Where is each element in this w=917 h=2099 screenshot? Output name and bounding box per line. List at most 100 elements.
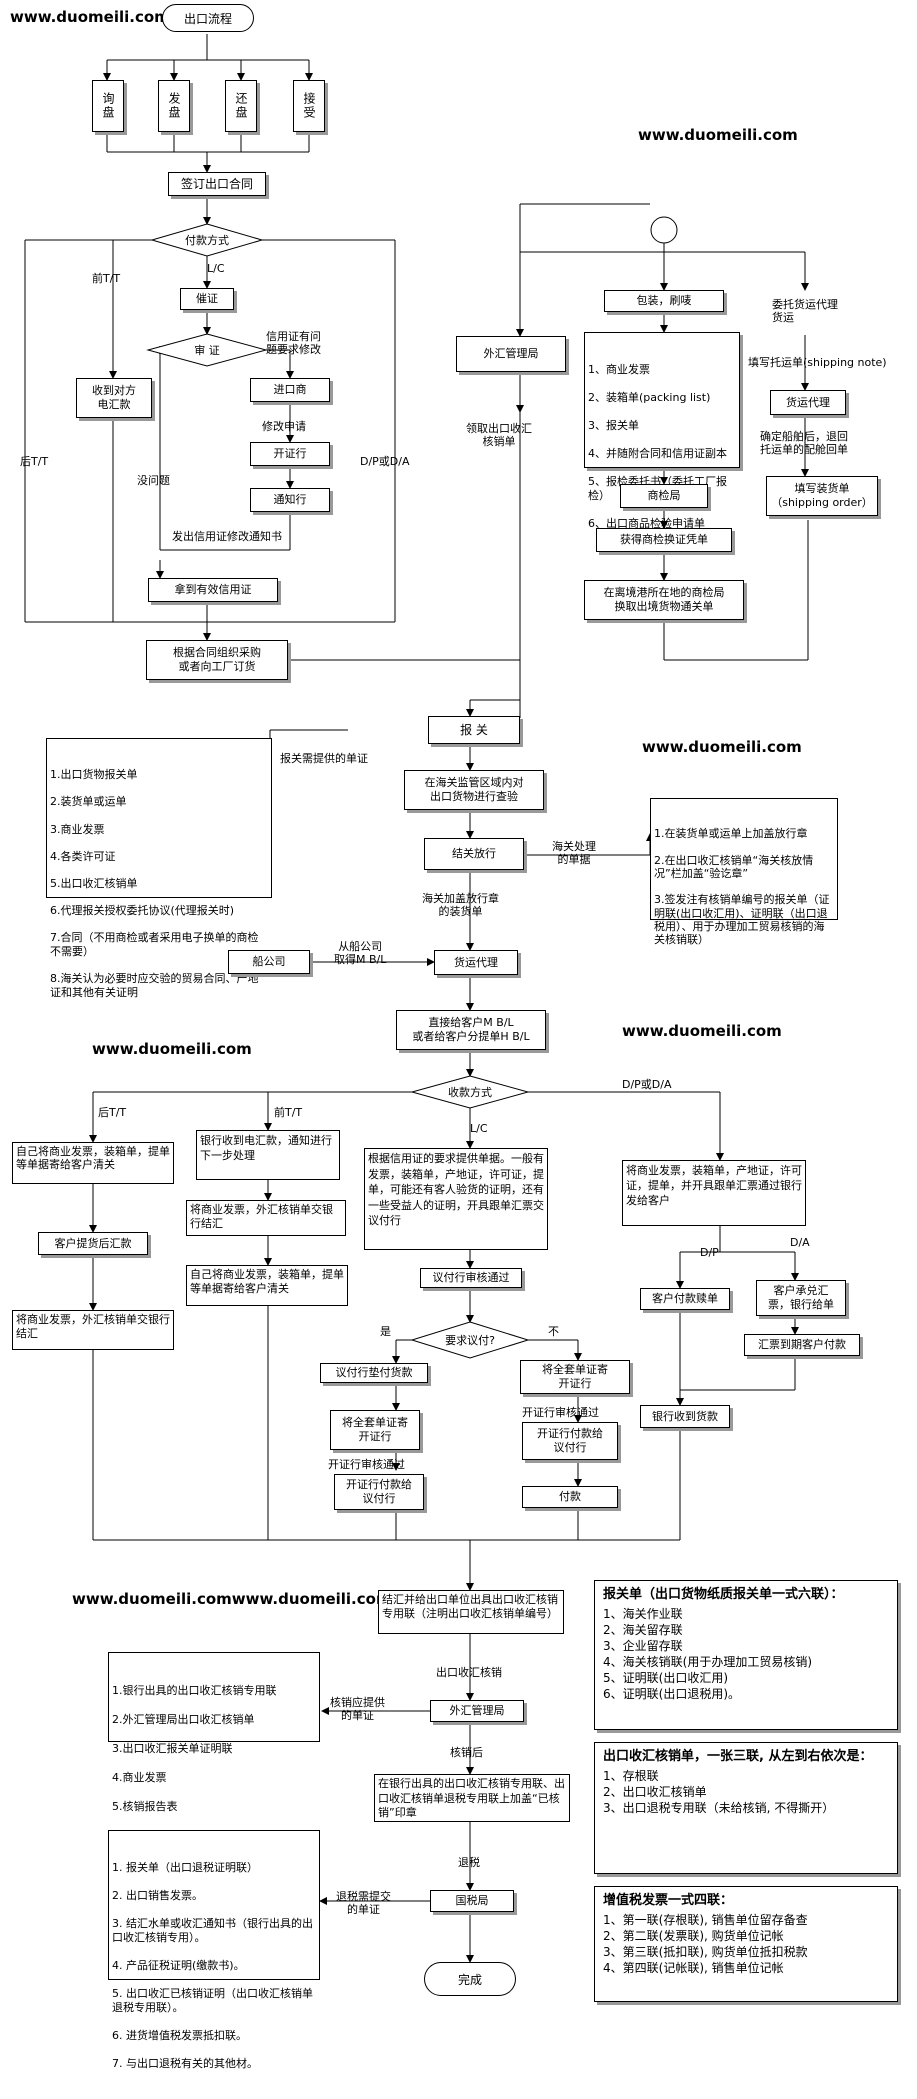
label-dpda: D/P或D/A: [360, 455, 410, 468]
customs-handle-label: 海关处理 的单据: [552, 840, 596, 866]
forwarder-box: 货运代理: [770, 390, 846, 415]
settle-register-box: 结汇并给出口单位出具出口收汇核销专用联（注明出口收汇核销单编号）: [378, 1590, 564, 1634]
payment-method-diamond: 付款方式: [185, 234, 229, 247]
info-item: 1、存根联: [603, 1769, 659, 1783]
watermark-2: www.duomeili.com: [638, 126, 798, 144]
inspection-bureau-box: 商检局: [620, 484, 708, 508]
nego-bank-ok-box: 议付行审核通过: [420, 1268, 522, 1288]
nego-pay-box: 议付行垫付货款: [320, 1363, 428, 1383]
info-item: 1、海关作业联: [603, 1607, 683, 1621]
watermark-5: www.duomeili.com: [622, 1022, 782, 1040]
vat-invoice-info: 增值税发票一式四联： 1、第一联(存根联), 销售单位留存备查 2、第二联(发票…: [594, 1886, 898, 2002]
pre-tt-bank-box: 银行收到电汇款，通知进行下一步处理: [196, 1130, 340, 1180]
customs-action-item: 2.在出口收汇核销单“海关核放情况”栏加盖“验讫章”: [654, 853, 814, 881]
bank-receive-box: 银行收到货款: [640, 1405, 730, 1428]
verif-doc-item: 2.外汇管理局出口收汇核销单: [112, 1713, 255, 1726]
info-item: 6、证明联(出口退税用)。: [603, 1687, 740, 1701]
valid-lc-box: 拿到有效信用证: [148, 578, 278, 602]
offer-box: 发盘: [158, 80, 190, 132]
customs-actions-box: 1.在装货单或运单上加盖放行章 2.在出口收汇核销单“海关核放情况”栏加盖“验讫…: [650, 798, 838, 946]
lc-docs-box: 根据信用证的要求提供单据。一般有发票，装箱单，产地证，许可证，提单，可能还有客人…: [364, 1148, 548, 1250]
customs-docs-box: 1.出口货物报关单 2.装货单或运单 3.商业发票 4.各类许可证 5.出口收汇…: [46, 738, 272, 999]
customs-doc-item: 6.代理报关授权委托协议(代理报关时): [50, 904, 235, 918]
forex-bureau2-box: 外汇管理局: [430, 1700, 524, 1722]
due-pay-box: 汇票到期客户付款: [744, 1334, 860, 1356]
label-amend-notice: 发出信用证修改通知书: [172, 530, 282, 543]
end-node: 完成: [424, 1962, 516, 1996]
refund-docs-label: 退税需提交 的单证: [336, 1890, 391, 1916]
info-item: 3、第三联(抵扣联), 购货单位抵扣税款: [603, 1945, 808, 1959]
info-item: 4、第四联(记帐联), 销售单位记帐: [603, 1961, 784, 1975]
refund-doc-item: 2. 出口销售发票。: [112, 1889, 203, 1902]
verification-sheet-info: 出口收汇核销单，一张三联, 从左到右依次是： 1、存根联 2、出口收汇核销单 3…: [594, 1742, 898, 1874]
watermark-6: www.duomeili.comwww.duomeili.com: [72, 1590, 392, 1608]
forex-bureau-box: 外汇管理局: [456, 336, 566, 372]
stamp-verified-box: 在银行出具的出口收汇核销专用联、出口收汇核销单退税专用联上加盖“已核销”印章: [374, 1774, 570, 1822]
verif-docs-label: 核销应提供 的单证: [330, 1696, 385, 1722]
forwarder2-box: 货运代理: [434, 950, 518, 975]
customs-doc-item: 2.装货单或运单: [50, 795, 127, 809]
release-box: 结关放行: [424, 838, 524, 870]
start-node: 出口流程: [162, 4, 254, 32]
verif-doc-item: 3.出口收汇报关单证明联: [112, 1742, 233, 1755]
shipping-company-box: 船公司: [228, 950, 310, 974]
confirm-ship-text: 确定船舶后，退回 托运单的配舱回单: [760, 430, 848, 456]
give-bl-box: 直接给客户M B/L 或者给客户分提单H B/L: [396, 1010, 546, 1050]
advising-bank-box: 通知行: [250, 488, 330, 512]
doc-item: 2、装箱单(packing list): [588, 391, 711, 404]
export-verif-label: 出口收汇核销: [436, 1666, 502, 1679]
pre-tt-settle-box: 将商业发票，外汇核销单交银行结汇: [186, 1200, 346, 1236]
label-dpda2: D/P或D/A: [622, 1078, 672, 1091]
verif-docs-box: 1.银行出具的出口收汇核销专用联 2.外汇管理局出口收汇核销单 3.出口收汇报关…: [108, 1652, 320, 1813]
inspect-goods-box: 在海关监管区域内对 出口货物进行查验: [404, 770, 544, 810]
refund-doc-item: 1. 报关单（出口退税证明联）: [112, 1861, 258, 1874]
get-verification-text: 领取出口收汇 核销单: [466, 422, 532, 448]
counter-offer-box: 还盘: [225, 80, 257, 132]
documents-list-box: 1、商业发票 2、装箱单(packing list) 3、报关单 4、并随附合同…: [584, 332, 740, 530]
verif-doc-item: 1.银行出具的出口收汇核销专用联: [112, 1684, 277, 1697]
info-heading: 出口收汇核销单，一张三联, 从左到右依次是：: [603, 1749, 873, 1764]
exchange-clearance-box: 在离境港所在地的商检局 换取出境货物通关单: [584, 580, 744, 620]
importer-box: 进口商: [250, 378, 330, 402]
label-no: 不: [548, 1325, 559, 1338]
audit-lc-diamond: 审 证: [194, 344, 220, 357]
info-item: 1、第一联(存根联), 销售单位留存备查: [603, 1913, 808, 1927]
watermark-1: www.duomeili.com: [10, 8, 170, 26]
inquiry-box: 询盘: [92, 80, 124, 132]
info-item: 2、出口收汇核销单: [603, 1785, 707, 1799]
acceptance-box: 接受: [293, 80, 325, 132]
customs-action-item: 1.在装货单或运单上加盖放行章: [654, 827, 808, 841]
label-post-tt: 后T/T: [20, 455, 49, 468]
get-inspection-box: 获得商检换证凭单: [596, 528, 732, 552]
info-item: 4、海关核销联(用于办理加工贸易核销): [603, 1655, 812, 1669]
post-tt-send-box: 自己将商业发票，装箱单，提单等单据寄给客户清关: [12, 1142, 174, 1184]
info-heading: 增值税发票一式四联：: [603, 1893, 734, 1908]
info-item: 3、企业留存联: [603, 1639, 683, 1653]
label-lc-problem: 信用证有问 题要求修改: [266, 330, 321, 356]
customs-docs-label: 报关需提供的单证: [280, 752, 368, 765]
label-pre-tt: 前T/T: [92, 272, 121, 285]
label-pre-tt2: 前T/T: [274, 1106, 303, 1119]
customs-doc-item: 8.海关认为必要时应交验的贸易合同、产地证和其他有关证明: [50, 972, 259, 999]
send-docs-issuing-box: 将全套单证寄 开证行: [330, 1410, 420, 1450]
tax-refund-label: 退税: [458, 1856, 480, 1869]
procure-box: 根据合同组织采购 或者向工厂订货: [146, 640, 288, 680]
customs-action-item: 3.签发注有核销单编号的报关单（证明联(出口收汇用)、证明联（出口退税用）、用于…: [654, 893, 830, 947]
doc-item: 6、出口商品检验申请单: [588, 517, 705, 530]
shipping-note-text: 填写托运单(shipping note): [748, 356, 887, 369]
info-item: 2、海关留存联: [603, 1623, 683, 1637]
pre-tt-send-box: 自己将商业发票，装箱单，提单等单据寄给客户清关: [186, 1265, 348, 1306]
urge-lc-box: 催证: [180, 288, 234, 310]
client-pay-box: 客户提货后汇款: [38, 1232, 148, 1255]
refund-doc-item: 5. 出口收汇已核销证明（出口收汇核销单退税专用联）。: [112, 1987, 313, 2014]
refund-doc-item: 6. 进货增值税发票抵扣联。: [112, 2029, 247, 2042]
payment-box: 付款: [522, 1486, 618, 1508]
client-pay-redeem-box: 客户付款赎单: [640, 1288, 730, 1310]
customs-doc-item: 1.出口货物报关单: [50, 768, 138, 782]
label-amend-request: 修改申请: [262, 420, 306, 433]
refund-doc-item: 7. 与出口退税有关的其他材。: [112, 2057, 258, 2070]
refund-doc-item: 3. 结汇水单或收汇通知书（银行出具的出口收汇核销专用）。: [112, 1917, 313, 1944]
label-dp: D/P: [700, 1246, 719, 1259]
sign-contract-box: 签订出口合同: [168, 172, 266, 196]
doc-item: 4、并随附合同和信用证副本: [588, 447, 727, 460]
